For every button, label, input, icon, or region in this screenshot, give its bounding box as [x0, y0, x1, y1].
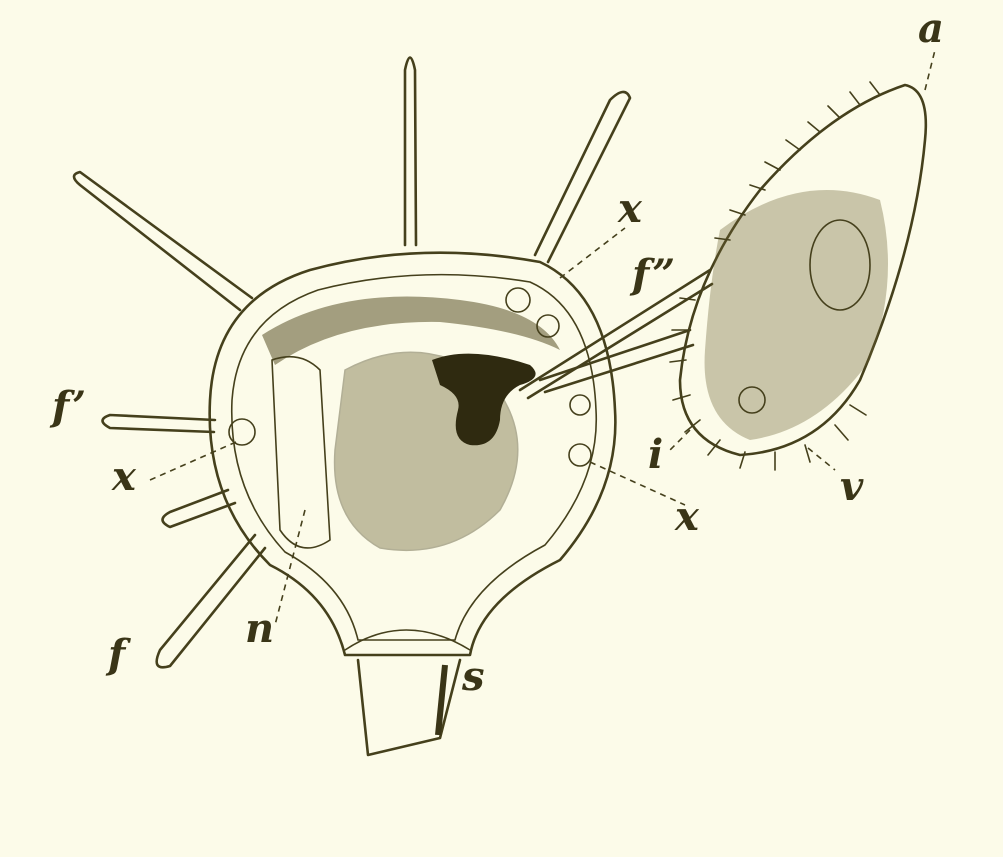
tentacle-upper-left: [72, 170, 254, 312]
vacuole-right: [568, 443, 592, 467]
granular-cytoplasm: [262, 296, 560, 365]
label-x-right: x: [674, 493, 700, 540]
label-s: s: [461, 653, 485, 700]
ciliate-vacuole: [738, 386, 766, 414]
leader-a: [924, 49, 936, 91]
label-a: a: [918, 5, 944, 52]
label-i: i: [648, 431, 663, 478]
leader-i: [669, 429, 691, 451]
ciliate-macronucleus: [809, 219, 871, 311]
food-vacuole-dark: [432, 353, 536, 446]
lorica-base-arc: [344, 629, 471, 651]
ciliate-cilia: [669, 81, 881, 471]
tentacle-left-low: [161, 488, 237, 529]
stalk-shading: [435, 664, 448, 736]
sucking-tentacle-1: [518, 268, 712, 392]
leader-v: [807, 447, 836, 471]
labels: a x f” f’ x f n s i x v: [49, 5, 944, 700]
sucking-tentacle-1b: [526, 282, 714, 400]
label-f-prime: f’: [49, 383, 86, 430]
label-n: n: [245, 605, 274, 652]
label-v: v: [840, 463, 864, 510]
label-f-double-prime: f”: [629, 251, 675, 298]
tentacle-f-prime: [101, 413, 217, 434]
contractile-vacuoles: [228, 287, 592, 467]
tentacle-top: [403, 56, 418, 247]
label-f: f: [105, 631, 131, 678]
sucking-tentacles: [518, 268, 714, 400]
vacuole-top-2: [536, 314, 560, 338]
label-x-top: x: [617, 185, 643, 232]
leader-n: [274, 509, 306, 626]
stalk-s: [356, 658, 462, 757]
tentacles: [72, 56, 632, 669]
tentacle-upper-right: [533, 90, 632, 264]
leader-x-top: [559, 227, 626, 279]
leader-lines: [149, 49, 936, 626]
sucking-tentacle-2: [538, 328, 692, 382]
vacuole-right-2: [569, 394, 591, 416]
ciliate-granules: [704, 190, 888, 440]
prey-ciliate: [669, 81, 928, 471]
nucleus: [271, 355, 331, 549]
leader-x-left: [149, 441, 237, 481]
sucking-tentacle-2b: [543, 343, 695, 394]
tentacle-f: [155, 533, 267, 669]
vacuole-left: [228, 418, 256, 446]
label-x-left: x: [111, 453, 137, 500]
ciliate-body: [678, 83, 928, 457]
lorica-outer: [208, 251, 617, 657]
vacuole-top: [505, 287, 531, 313]
